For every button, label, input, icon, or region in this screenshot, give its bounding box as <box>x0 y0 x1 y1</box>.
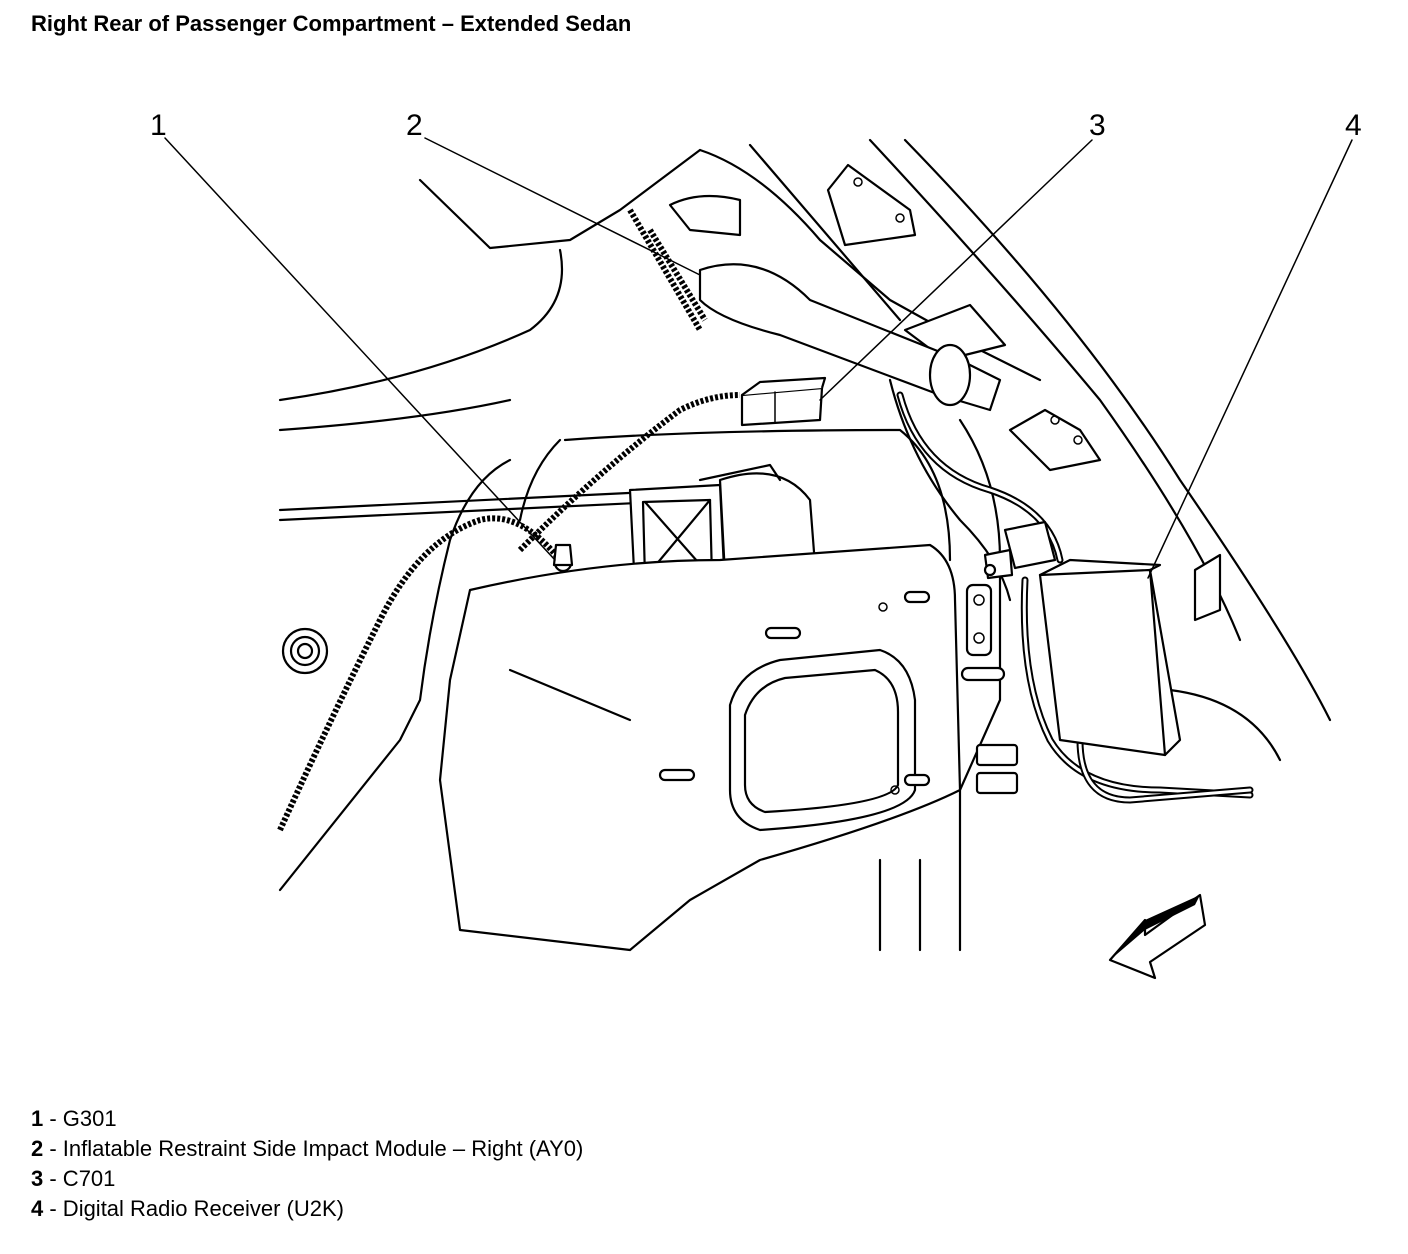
callout-4: 4 <box>1345 109 1362 142</box>
ground-g301 <box>277 392 741 832</box>
legend-item: 2 - Inflatable Restraint Side Impact Mod… <box>31 1134 583 1164</box>
legend-item: 4 - Digital Radio Receiver (U2K) <box>31 1194 583 1224</box>
legend-number: 3 <box>31 1166 44 1191</box>
component-location-illustration: 1 2 3 4 <box>150 109 1362 980</box>
digital-radio-receiver <box>1038 558 1182 757</box>
callout-2: 2 <box>406 109 423 142</box>
callout-3: 3 <box>1089 109 1106 142</box>
component-legend: 1 - G301 2 - Inflatable Restraint Side I… <box>31 1104 583 1224</box>
legend-text: - C701 <box>43 1166 116 1191</box>
legend-text: - Inflatable Restraint Side Impact Modul… <box>43 1136 584 1161</box>
antenna-lead <box>896 391 1254 804</box>
callout-1: 1 <box>150 109 167 142</box>
legend-number: 4 <box>31 1196 44 1221</box>
grommet <box>281 627 329 675</box>
harness-conduit <box>627 208 1002 412</box>
legend-item: 3 - C701 <box>31 1164 583 1194</box>
connector-c701 <box>740 376 827 427</box>
legend-number: 1 <box>31 1106 44 1131</box>
legend-number: 2 <box>31 1136 44 1161</box>
body-panel-outlines <box>278 138 1332 952</box>
diagram-title: Right Rear of Passenger Compartment – Ex… <box>31 11 632 36</box>
legend-text: - Digital Radio Receiver (U2K) <box>43 1196 345 1221</box>
panel-slots <box>960 583 1019 795</box>
forward-arrow-icon <box>1108 893 1207 980</box>
legend-text: - G301 <box>43 1106 117 1131</box>
callout-leaders <box>164 137 1353 579</box>
pillar-brackets <box>668 163 1222 622</box>
wheelhouse-panel <box>438 543 962 952</box>
legend-item: 1 - G301 <box>31 1104 583 1134</box>
